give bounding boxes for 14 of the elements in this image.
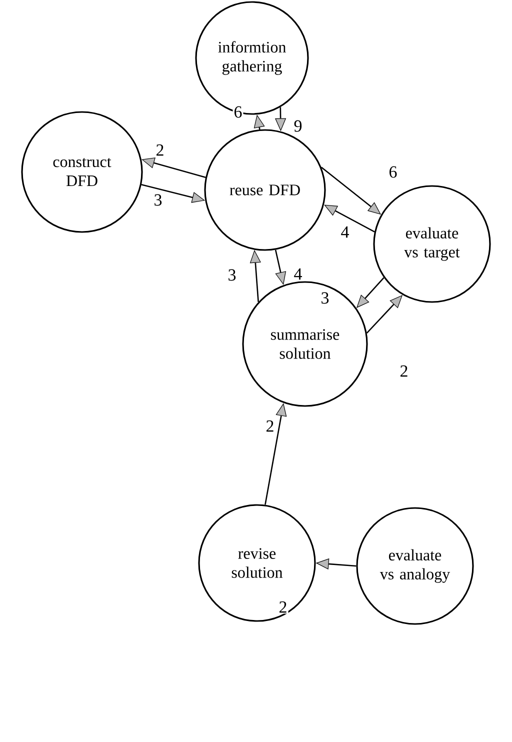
edge-label: 2	[278, 600, 288, 614]
edge-label: 6	[388, 165, 398, 179]
edge-label: 4	[292, 267, 304, 281]
edge-label: 3	[226, 268, 238, 282]
edge-label: 2	[264, 419, 276, 433]
edge-label: 6	[232, 105, 244, 119]
edge-label: 2	[398, 364, 410, 378]
edge-label: 4	[340, 225, 350, 239]
edge-label: 2	[154, 143, 166, 157]
arrow	[274, 250, 286, 285]
arrow	[264, 403, 287, 505]
edge-label: 3	[320, 291, 330, 305]
arrow	[324, 204, 375, 232]
edge-label: 3	[152, 193, 164, 207]
